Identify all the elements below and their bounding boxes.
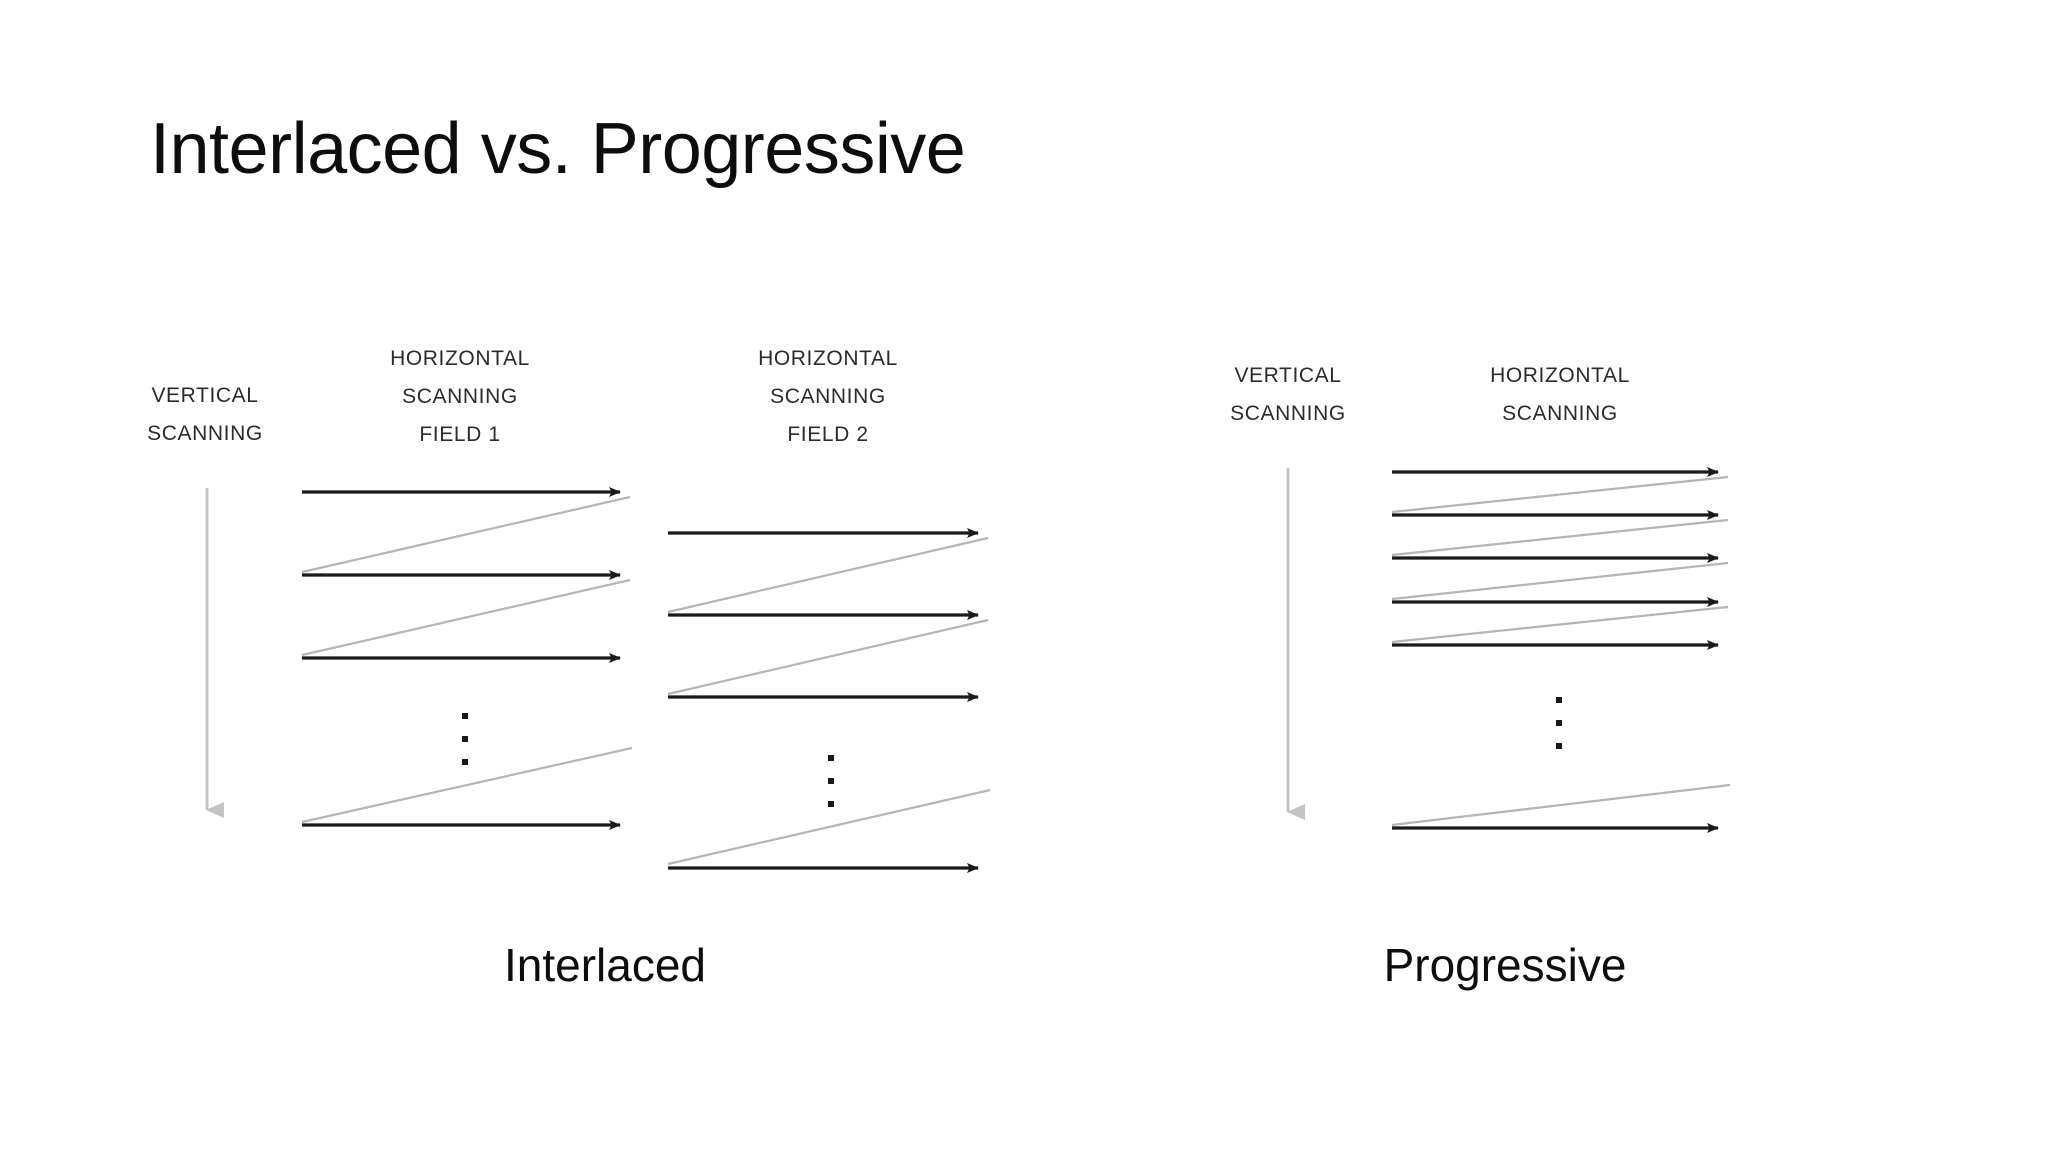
label-line: SCANNING	[770, 385, 886, 408]
label-line: VERTICAL	[151, 384, 258, 407]
page-title: Interlaced vs. Progressive	[150, 109, 966, 189]
progressive-ellipsis-dots	[1556, 697, 1562, 749]
label-line: SCANNING	[402, 385, 518, 408]
retrace-line	[1391, 605, 1729, 644]
progressive-header-label: HORIZONTAL SCANNING	[1490, 364, 1630, 425]
ellipsis-dot	[828, 778, 834, 784]
caption-interlaced: Interlaced	[503, 939, 706, 991]
retrace-line	[301, 746, 633, 824]
field-2-ellipsis-dots	[828, 755, 834, 807]
progressive-scan-lines	[1392, 467, 1719, 833]
ellipsis-dot	[1556, 697, 1562, 703]
progressive-vertical-scanning-label: VERTICAL SCANNING	[1230, 364, 1346, 425]
retrace-line	[1391, 561, 1729, 601]
progressive-retrace-lines	[1391, 475, 1731, 827]
field-2-retrace-lines	[667, 536, 991, 866]
caption-progressive: Progressive	[1383, 939, 1627, 991]
ellipsis-dot	[1556, 743, 1562, 749]
interlaced-vertical-scanning-label: VERTICAL SCANNING	[147, 384, 263, 445]
retrace-line	[667, 618, 989, 696]
retrace-line	[1391, 783, 1731, 827]
retrace-line	[1391, 475, 1729, 514]
label-line: HORIZONTAL	[390, 347, 530, 370]
ellipsis-dot	[1556, 720, 1562, 726]
label-line: FIELD 2	[787, 423, 868, 446]
retrace-line	[667, 788, 991, 866]
field-2-header-label: HORIZONTAL SCANNING FIELD 2	[758, 347, 898, 446]
retrace-line	[1391, 518, 1729, 557]
label-line: SCANNING	[1230, 402, 1346, 425]
ellipsis-dot	[462, 759, 468, 765]
label-line: SCANNING	[1502, 402, 1618, 425]
ellipsis-dot	[462, 713, 468, 719]
ellipsis-dot	[462, 736, 468, 742]
field-1-scan-lines	[302, 487, 621, 830]
ellipsis-dot	[828, 755, 834, 761]
field-2-scan-lines	[668, 528, 979, 873]
label-line: HORIZONTAL	[1490, 364, 1630, 387]
label-line: SCANNING	[147, 422, 263, 445]
label-line: FIELD 1	[419, 423, 500, 446]
field-1-ellipsis-dots	[462, 713, 468, 765]
retrace-line	[667, 536, 989, 614]
field-1-header-label: HORIZONTAL SCANNING FIELD 1	[390, 347, 530, 446]
label-line: HORIZONTAL	[758, 347, 898, 370]
retrace-line	[301, 578, 631, 657]
field-1-retrace-lines	[301, 495, 633, 824]
retrace-line	[301, 495, 631, 574]
ellipsis-dot	[828, 801, 834, 807]
label-line: VERTICAL	[1234, 364, 1341, 387]
